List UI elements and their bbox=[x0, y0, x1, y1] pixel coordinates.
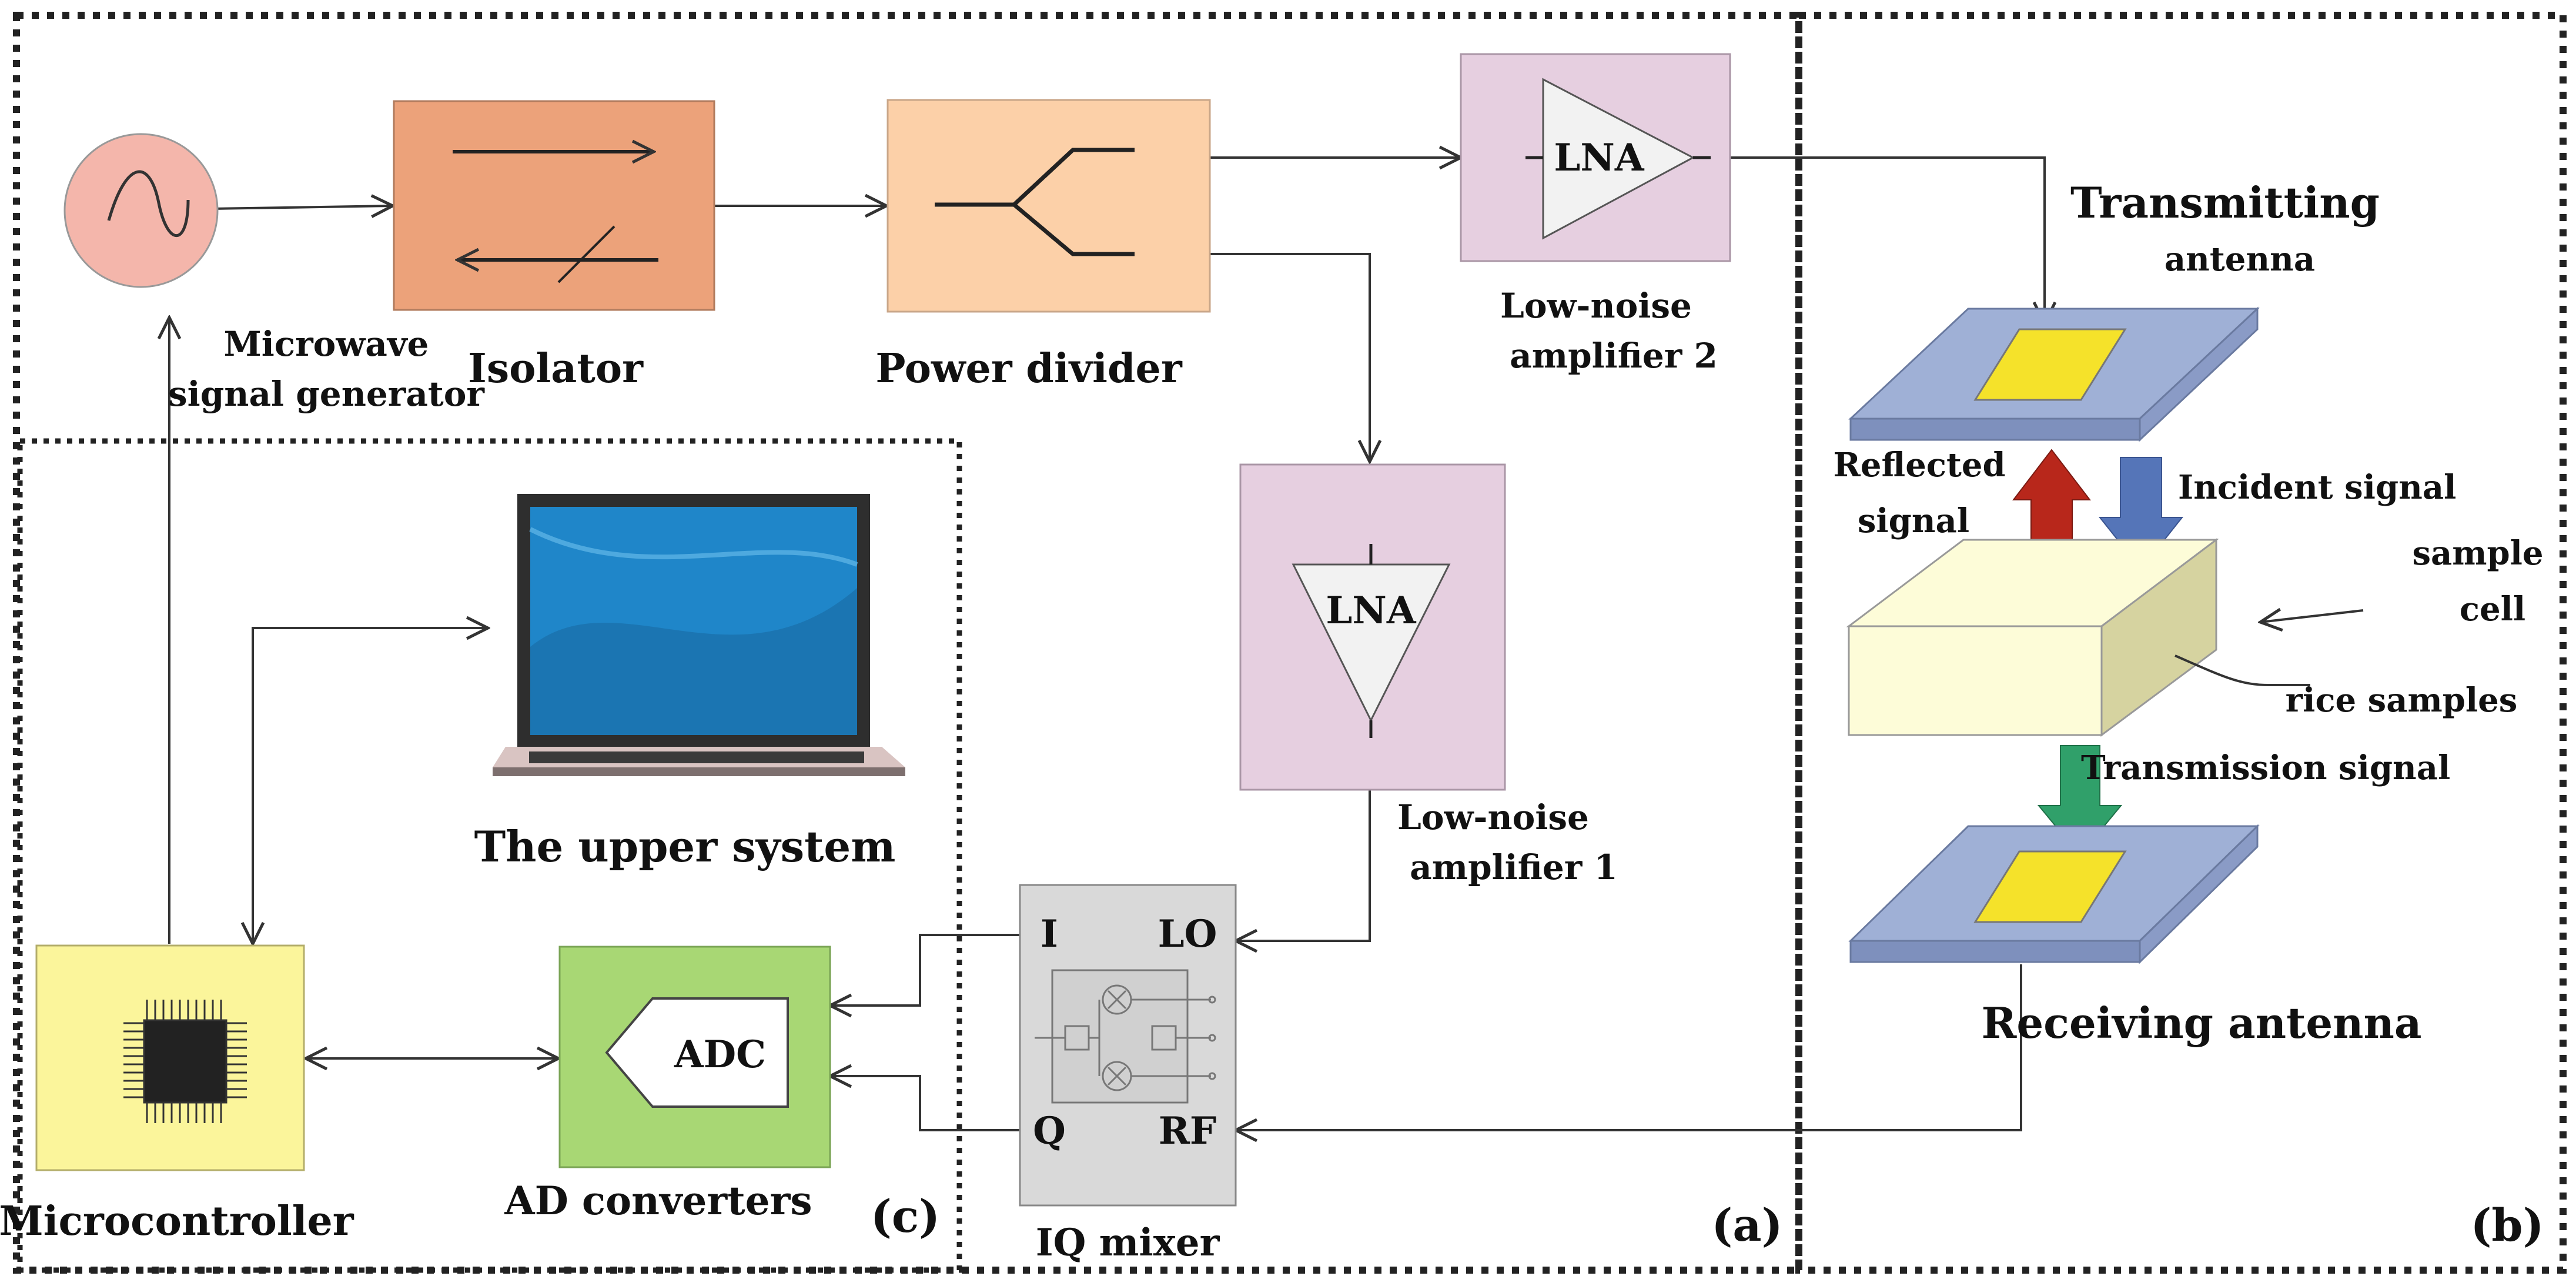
iq-mixer-label: IQ mixer bbox=[1036, 1221, 1220, 1265]
lna1-label-line1: Low-noise bbox=[1397, 797, 1589, 837]
isolator-box bbox=[393, 100, 715, 311]
adc-symbol: ADC bbox=[674, 1033, 766, 1077]
sample-cell-side bbox=[2100, 537, 2217, 737]
lna1-block: LNA Low-noise amplifier 1 bbox=[1239, 463, 1618, 887]
rx-patch bbox=[1973, 850, 2127, 923]
microcontroller-block: Microcontroller bbox=[0, 944, 354, 1245]
isolator-block: Isolator bbox=[393, 100, 715, 392]
tx-antenna-edge bbox=[1849, 417, 2141, 441]
lna1-label-line2: amplifier 1 bbox=[1410, 847, 1618, 887]
micro-upper-system-arrow bbox=[253, 628, 488, 944]
rx-antenna-to-rf-line bbox=[1236, 964, 2022, 1130]
adc-symbol-shape bbox=[605, 997, 789, 1108]
gen-to-isolator-arrow bbox=[211, 206, 393, 209]
panel-label-c: (c) bbox=[871, 1190, 940, 1242]
upper-system-block: The upper system bbox=[474, 494, 905, 871]
lna2-symbol: LNA bbox=[1554, 136, 1645, 180]
q-to-adc-line bbox=[830, 1076, 1020, 1131]
adc-label: AD converters bbox=[504, 1178, 812, 1224]
rx-antenna bbox=[1848, 824, 2260, 964]
power-divider-label: Power divider bbox=[875, 345, 1182, 392]
tx-antenna-label-line2: antenna bbox=[2164, 240, 2315, 279]
antenna-section: Transmitting antenna Reflected signal In… bbox=[1833, 178, 2543, 1048]
incident-signal-label: Incident signal bbox=[2178, 468, 2456, 507]
block-slash-icon bbox=[557, 225, 615, 283]
sample-cell-label-line1: sample bbox=[2412, 534, 2543, 573]
port-i-label: I bbox=[1041, 912, 1058, 956]
lna2-block: LNA Low-noise amplifier 2 bbox=[1460, 53, 1731, 376]
connections bbox=[169, 158, 2045, 1130]
panel-label-a: (a) bbox=[1711, 1199, 1782, 1251]
i-to-adc-line bbox=[830, 934, 1020, 1006]
transmission-signal-label: Transmission signal bbox=[2081, 749, 2450, 787]
sample-cell-front bbox=[1848, 625, 2103, 736]
sample-cell bbox=[1846, 537, 2219, 737]
reflected-signal-label-line1: Reflected bbox=[1833, 446, 2005, 485]
upper-system-label: The upper system bbox=[474, 821, 896, 871]
panel-a-border bbox=[13, 12, 1802, 1274]
microcontroller-label: Microcontroller bbox=[0, 1198, 354, 1245]
mixer-circuit-icon bbox=[1035, 969, 1216, 1104]
lna1-box bbox=[1239, 463, 1506, 791]
rx-antenna-edge bbox=[1849, 940, 2141, 963]
panel-c-border bbox=[17, 438, 962, 1273]
lna1-symbol: LNA bbox=[1326, 589, 1417, 633]
sine-wave-icon bbox=[107, 170, 190, 238]
panel-borders bbox=[13, 12, 2567, 1274]
lna2-to-tx-antenna-line bbox=[1730, 156, 2045, 323]
divider-to-lna1-line bbox=[1210, 253, 1370, 462]
chip-icon bbox=[123, 1000, 247, 1123]
iq-mixer-block: I LO Q RF IQ mixer bbox=[1019, 884, 1237, 1265]
tx-antenna-label-line1: Transmitting bbox=[2070, 178, 2380, 228]
panel-b-border bbox=[1795, 12, 2567, 1274]
signal-generator-block: Microwave signal generator bbox=[63, 133, 485, 414]
rx-antenna-label: Receiving antenna bbox=[1981, 998, 2421, 1048]
tx-antenna-side bbox=[2139, 306, 2259, 442]
power-divider-block: Power divider bbox=[875, 99, 1211, 392]
lna2-label-line1: Low-noise bbox=[1500, 286, 1692, 326]
sample-cell-label-line2: cell bbox=[2460, 590, 2525, 629]
adc-block: ADC AD converters bbox=[504, 946, 831, 1224]
rice-samples-label: rice samples bbox=[2286, 681, 2518, 720]
lna1-to-lo-line bbox=[1236, 790, 1371, 941]
signal-generator-label-line1: Microwave bbox=[224, 324, 429, 364]
port-q-label: Q bbox=[1033, 1109, 1066, 1153]
laptop-icon bbox=[493, 494, 905, 776]
reflected-signal-label-line2: signal bbox=[1858, 502, 1969, 540]
splitter-icon bbox=[935, 148, 1135, 256]
rx-antenna-side bbox=[2139, 824, 2259, 964]
panel-label-b: (b) bbox=[2470, 1199, 2544, 1251]
sample-cell-pointer bbox=[2260, 610, 2364, 622]
signal-generator-circle bbox=[63, 133, 219, 288]
rice-samples-pointer bbox=[2174, 654, 2310, 686]
tx-patch bbox=[1973, 328, 2127, 401]
lna2-label-line2: amplifier 2 bbox=[1510, 336, 1718, 376]
signal-generator-label-line2: signal generator bbox=[168, 374, 485, 414]
port-lo-label: LO bbox=[1158, 912, 1217, 956]
port-rf-label: RF bbox=[1159, 1109, 1217, 1153]
isolator-label: Isolator bbox=[468, 345, 644, 392]
tx-antenna bbox=[1848, 306, 2260, 442]
